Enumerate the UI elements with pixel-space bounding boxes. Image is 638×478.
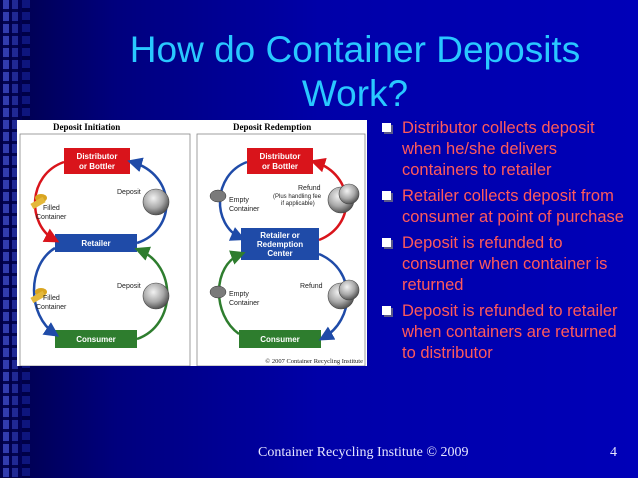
left-retailer-box — [55, 234, 137, 252]
bullet-item: Retailer collects deposit from consumer … — [380, 186, 630, 228]
right-refund-label-2: Refund — [300, 283, 323, 290]
right-distributor-box — [247, 148, 313, 174]
left-arrow-distributor-to-retailer — [33, 160, 65, 243]
bullet-item: Distributor collects deposit when he/she… — [380, 118, 630, 181]
right-empty-label-1a: Empty — [229, 197, 249, 204]
bullet-item: Deposit is refunded to retailer when con… — [380, 301, 630, 364]
deposit-diagram: Deposit Initiation Distributor or Bottle… — [17, 120, 367, 367]
left-filled-label-2b: Container — [36, 304, 67, 311]
bullet-text: Deposit is refunded to retailer when con… — [402, 302, 618, 362]
right-empty-label-2b: Container — [229, 300, 260, 307]
left-filled-label-1b: Container — [36, 214, 67, 221]
slide-title: How do Container Deposits Work? — [95, 28, 615, 116]
right-handling-label-1: (Plus handling fee — [273, 194, 322, 200]
right-consumer-label: Consumer — [260, 335, 300, 344]
coin-icon — [338, 279, 360, 301]
left-consumer-label: Consumer — [76, 335, 116, 344]
right-retailer-line1: Retailer or — [260, 231, 300, 240]
page-number: 4 — [610, 445, 617, 460]
right-retailer-box — [241, 228, 319, 260]
right-empty-label-1b: Container — [229, 206, 260, 213]
bullet-item: Deposit is refunded to consumer when con… — [380, 233, 630, 296]
bottle-icon — [30, 196, 46, 210]
crushed-can-icon — [209, 189, 227, 203]
title-line-2: Work? — [301, 73, 409, 114]
left-panel-heading: Deposit Initiation — [53, 122, 120, 132]
bullet-list: Distributor collects deposit when he/she… — [380, 118, 630, 369]
left-filled-label-2a: Filled — [43, 295, 60, 302]
left-filled-label-1a: Filled — [43, 205, 60, 212]
left-distributor-box — [64, 148, 130, 174]
right-distributor-line1: Distributor — [260, 152, 301, 161]
left-distributor-line2: or Bottler — [79, 162, 115, 171]
left-retailer-label: Retailer — [81, 239, 110, 248]
checkbox-bullet-icon — [382, 238, 391, 247]
bullet-text: Distributor collects deposit when he/she… — [402, 119, 595, 179]
title-line-1: How do Container Deposits — [129, 29, 581, 70]
right-retailer-line2: Redemption — [257, 240, 303, 249]
coin-icon — [338, 183, 360, 205]
right-panel-heading: Deposit Redemption — [233, 122, 311, 132]
decorative-strip — [0, 0, 20, 478]
diagram-copyright: © 2007 Container Recycling Institute — [265, 358, 363, 365]
left-deposit-label-2: Deposit — [117, 283, 141, 290]
right-empty-label-2a: Empty — [229, 291, 249, 298]
crushed-can-icon — [209, 285, 227, 299]
checkbox-bullet-icon — [382, 191, 391, 200]
right-handling-label-2: if applicable) — [281, 201, 315, 207]
right-refund-label-1: Refund — [298, 185, 321, 192]
slide-footer: Container Recycling Institute © 2009 — [258, 445, 469, 460]
left-arrow-retailer-to-consumer — [32, 246, 60, 337]
right-distributor-line2: or Bottler — [262, 162, 298, 171]
bottle-icon — [30, 290, 46, 304]
checkbox-bullet-icon — [382, 123, 391, 132]
left-consumer-box — [55, 330, 137, 348]
coin-icon — [142, 282, 170, 310]
right-retailer-line3: Center — [267, 249, 292, 258]
bullet-text: Deposit is refunded to consumer when con… — [402, 234, 608, 294]
bullet-text: Retailer collects deposit from consumer … — [402, 187, 624, 226]
left-deposit-label-1: Deposit — [117, 189, 141, 196]
checkbox-bullet-icon — [382, 306, 391, 315]
coin-icon — [142, 188, 170, 216]
right-consumer-box — [239, 330, 321, 348]
deposit-diagram-svg: Deposit Initiation Distributor or Bottle… — [17, 120, 367, 367]
left-distributor-line1: Distributor — [77, 152, 118, 161]
